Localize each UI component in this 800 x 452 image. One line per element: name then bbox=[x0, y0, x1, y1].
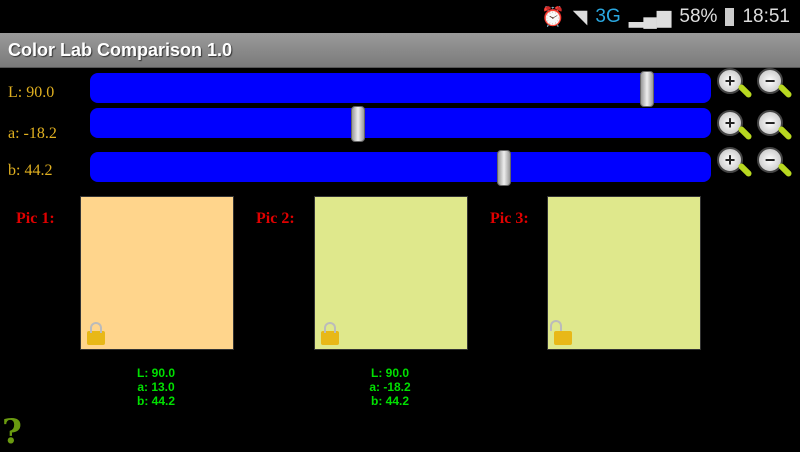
zoom-out-icon: − bbox=[757, 68, 783, 94]
signal-icon: ▂▄▆ bbox=[628, 6, 672, 28]
pic2-b: b: 44.2 bbox=[370, 394, 409, 408]
slider-thumb[interactable] bbox=[639, 71, 654, 107]
b-zoom-in-button[interactable]: + bbox=[717, 147, 753, 181]
lock-icon[interactable] bbox=[321, 322, 339, 345]
slider-thumb[interactable] bbox=[496, 150, 511, 186]
wifi-icon: ◥ bbox=[572, 6, 588, 28]
help-button[interactable]: ? bbox=[2, 412, 22, 452]
pic2-swatch[interactable] bbox=[314, 196, 468, 350]
a-value-label: a: -18.2 bbox=[8, 125, 57, 142]
alarm-icon: ⏰ bbox=[541, 7, 565, 28]
pic1-swatch[interactable] bbox=[80, 196, 234, 350]
l-value-label: L: 90.0 bbox=[8, 84, 55, 101]
pic2-l: L: 90.0 bbox=[370, 366, 409, 380]
a-zoom-out-button[interactable]: − bbox=[757, 110, 793, 144]
zoom-in-icon: + bbox=[717, 68, 743, 94]
pic1-b: b: 44.2 bbox=[136, 394, 175, 408]
battery-percent: 58% bbox=[679, 6, 718, 27]
slider-thumb[interactable] bbox=[351, 106, 366, 142]
pic3-label: Pic 3: bbox=[490, 210, 529, 227]
pic1-a: a: 13.0 bbox=[137, 380, 175, 394]
network-type: 3G bbox=[595, 6, 621, 27]
pic2-a: a: -18.2 bbox=[369, 380, 411, 394]
battery-icon bbox=[725, 8, 735, 26]
pic1-l: L: 90.0 bbox=[136, 366, 175, 380]
lock-icon[interactable] bbox=[87, 322, 105, 345]
a-zoom-in-button[interactable]: + bbox=[717, 110, 753, 144]
l-zoom-out-button[interactable]: − bbox=[757, 68, 793, 102]
l-slider[interactable] bbox=[90, 71, 711, 107]
pic1-label: Pic 1: bbox=[16, 210, 55, 227]
clock: 18:51 bbox=[742, 6, 790, 27]
status-bar: ⏰ ◥ 3G ▂▄▆ 58% 18:51 bbox=[0, 0, 800, 32]
b-value-label: b: 44.2 bbox=[8, 162, 53, 179]
title-bar: Color Lab Comparison 1.0 bbox=[0, 33, 800, 68]
a-slider[interactable] bbox=[90, 106, 711, 142]
b-slider[interactable] bbox=[90, 150, 711, 186]
app-title: Color Lab Comparison 1.0 bbox=[8, 40, 233, 60]
pic3-swatch[interactable] bbox=[547, 196, 701, 350]
unlock-icon[interactable] bbox=[550, 320, 572, 345]
b-zoom-out-button[interactable]: − bbox=[757, 147, 793, 181]
l-zoom-in-button[interactable]: + bbox=[717, 68, 753, 102]
pic2-label: Pic 2: bbox=[256, 210, 295, 227]
zoom-in-icon: + bbox=[717, 110, 743, 136]
